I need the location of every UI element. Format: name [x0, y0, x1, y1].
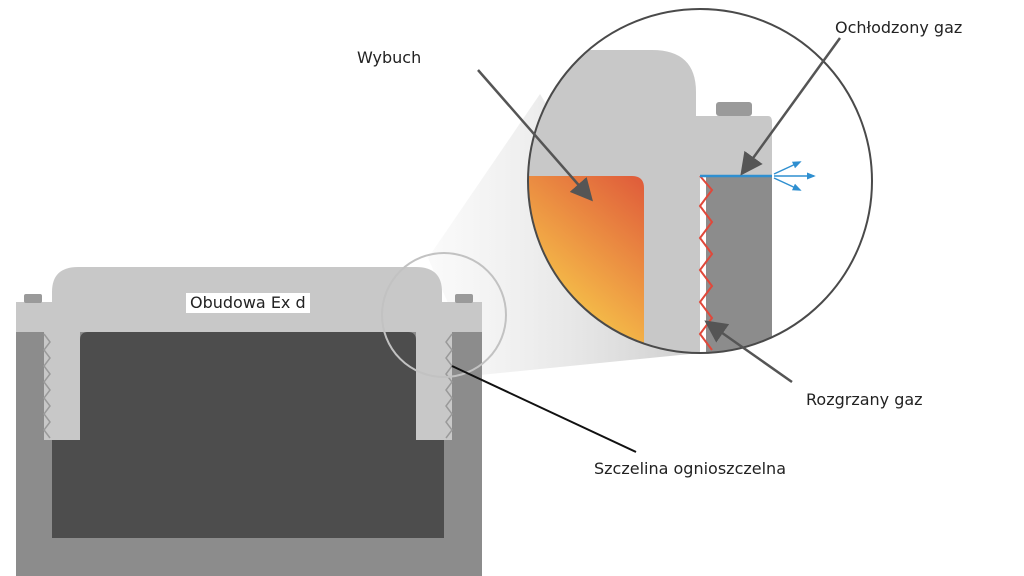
magnifier-small-circle — [381, 252, 507, 378]
label-enclosure: Obudowa Ex d — [186, 293, 310, 313]
heated-gas-arrow — [704, 320, 793, 384]
bolt-left — [24, 294, 42, 303]
cooled-gas-arrows — [773, 161, 816, 191]
enclosure-housing — [16, 267, 482, 576]
label-explosion: Wybuch — [357, 48, 422, 67]
thread-right — [445, 333, 453, 439]
enclosure-cavity — [52, 332, 444, 538]
zoom-lens — [528, 9, 872, 353]
label-cooled-gas: Ochłodzony gaz — [835, 18, 963, 37]
explosion-arrow — [477, 69, 593, 202]
label-heated-gas: Rozgrzany gaz — [806, 390, 923, 409]
cooled-gas-arrow — [740, 37, 842, 176]
flame-gap-pointer — [451, 365, 637, 453]
enclosure-lid-dome — [52, 267, 442, 304]
bolt-right — [455, 294, 473, 303]
zoom-lens-outline — [527, 8, 873, 354]
label-flame-gap: Szczelina ognioszczelna — [594, 459, 786, 478]
thread-left — [43, 333, 51, 439]
lens-bolt — [716, 102, 752, 116]
